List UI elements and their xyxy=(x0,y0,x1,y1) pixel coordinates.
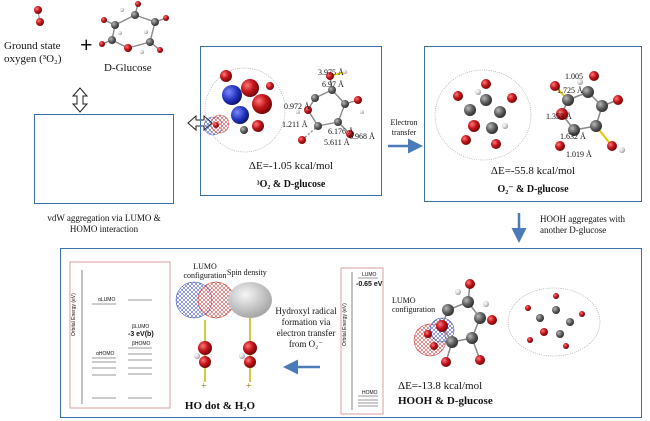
distance-3: 0.972 Å xyxy=(284,102,310,111)
orbital-energy-chart-left xyxy=(69,261,171,409)
svg-text:+: + xyxy=(201,381,207,392)
lumo-config-left-line2: configuration xyxy=(183,271,227,280)
hooh-note-line2: another D-glucose xyxy=(540,225,607,235)
level-beta-homo: βHOMO xyxy=(132,341,151,347)
lumo-config-left-label: LUMO configuration xyxy=(180,262,230,280)
plus-sign: + xyxy=(80,32,93,57)
hooh-energy: ΔE=-13.8 kcal/mol xyxy=(398,380,483,392)
right-homo-label: HOMO xyxy=(362,390,378,396)
ground-state-label: Ground state oxygen (³O₂) xyxy=(4,40,62,66)
glucose-label: D-Glucose xyxy=(104,62,152,74)
svg-text:+: + xyxy=(246,381,252,392)
o2-glucose-energy: ΔE=-1.05 kcal/mol xyxy=(248,160,334,172)
level-alpha-homo: αHOMO xyxy=(96,351,115,357)
o2-glucose-panel xyxy=(200,46,382,196)
hydroxyl-line1: Hydroxyl radical xyxy=(275,306,337,316)
hydroxyl-text: Hydroxyl radical formation via electron … xyxy=(268,306,344,350)
hydroxyl-line3: electron transfer xyxy=(276,328,336,338)
orbital-ylabel-left: Orbital Energy (eV) xyxy=(71,293,77,336)
lumo-config-left-line1: LUMO xyxy=(193,262,217,271)
o2-glucose-ball-stick xyxy=(296,70,364,144)
hooh-glucose-molecule xyxy=(413,279,497,367)
vdw-aggregation-panel xyxy=(34,114,174,204)
sup-distance-1: 1.005 xyxy=(565,72,583,81)
distance-1: 3.975 Å xyxy=(318,68,344,77)
distance-2: 6.97 Å xyxy=(322,80,344,89)
level-alpha-lumo: αLUMO xyxy=(98,297,116,303)
hydroxyl-line4: from O₂⁻ xyxy=(288,339,324,349)
distance-7: 5.611 Å xyxy=(324,138,350,147)
vdw-caption-line1: vdW aggregation via LUMO & xyxy=(47,213,161,223)
vertical-double-arrow xyxy=(71,87,89,113)
o2-glucose-title: ³O₂ & D-glucose xyxy=(256,179,326,190)
sup-distance-2: 1.725 Å xyxy=(557,86,583,95)
lumo-config-right-label: LUMO configuration xyxy=(392,296,435,314)
vdw-caption: vdW aggregation via LUMO & HOMO interact… xyxy=(14,213,194,235)
vdw-caption-line2: HOMO interaction xyxy=(69,224,139,234)
ground-state-line2: oxygen (³O₂) xyxy=(4,53,62,65)
orbital-ylabel-right: Orbital Energy (eV) xyxy=(342,303,348,346)
hydroxyl-line2: formation via xyxy=(281,317,331,327)
spin-density: + xyxy=(228,282,272,392)
electron-transfer-line1: Electron xyxy=(390,118,418,127)
ground-state-line1: Ground state xyxy=(4,40,61,52)
distance-6: 6.968 Å xyxy=(349,132,375,141)
level-beta-lumo: βLUMO xyxy=(132,324,150,330)
level-minus3ev: -3 eV(b) xyxy=(128,331,154,338)
electron-transfer-line2: transfer xyxy=(391,128,417,137)
glucose-molecule-top xyxy=(99,1,169,54)
second-glucose-molecule xyxy=(507,287,601,357)
distance-4: 1.211 Å xyxy=(282,120,308,129)
lumo-configuration-left: + xyxy=(175,281,235,392)
lumo-config-right-line2: configuration xyxy=(392,305,436,314)
sup-distance-4: 1.632 Å xyxy=(560,132,586,141)
sup-distance-3: 1.353 Å xyxy=(546,112,572,121)
spin-density-label: Spin density xyxy=(227,268,267,277)
right-lumo-label: LUMO xyxy=(362,272,377,278)
bottom-panel xyxy=(60,248,642,418)
superoxide-glucose-molecule xyxy=(434,69,532,161)
hooh-title: HOOH & D-glucose xyxy=(398,395,493,407)
superoxide-glucose-panel xyxy=(424,46,642,202)
o2-molecule xyxy=(34,6,44,26)
lumo-config-right-line1: LUMO xyxy=(392,296,416,305)
hooh-note-line1: HOOH aggregates with xyxy=(540,214,625,224)
hooh-note: HOOH aggregates with another D-glucose xyxy=(540,214,625,236)
sup-distance-5: 1.019 Å xyxy=(566,150,592,159)
distance-5: 6.176 Å xyxy=(328,127,354,136)
superoxide-glucose-ball-stick xyxy=(550,71,625,153)
orbital-energy-chart-right xyxy=(340,267,384,415)
superoxide-title: O₂⁻ & D-glucose xyxy=(497,184,569,195)
right-lumo-value: -0.65 eV xyxy=(356,281,383,288)
ho-title: HO dot & H₂O xyxy=(184,400,256,412)
o2-glucose-orbital-molecule xyxy=(203,67,286,153)
electron-transfer-label: Electron transfer xyxy=(384,118,424,138)
superoxide-energy: ΔE=-55.8 kcal/mol xyxy=(490,165,576,177)
